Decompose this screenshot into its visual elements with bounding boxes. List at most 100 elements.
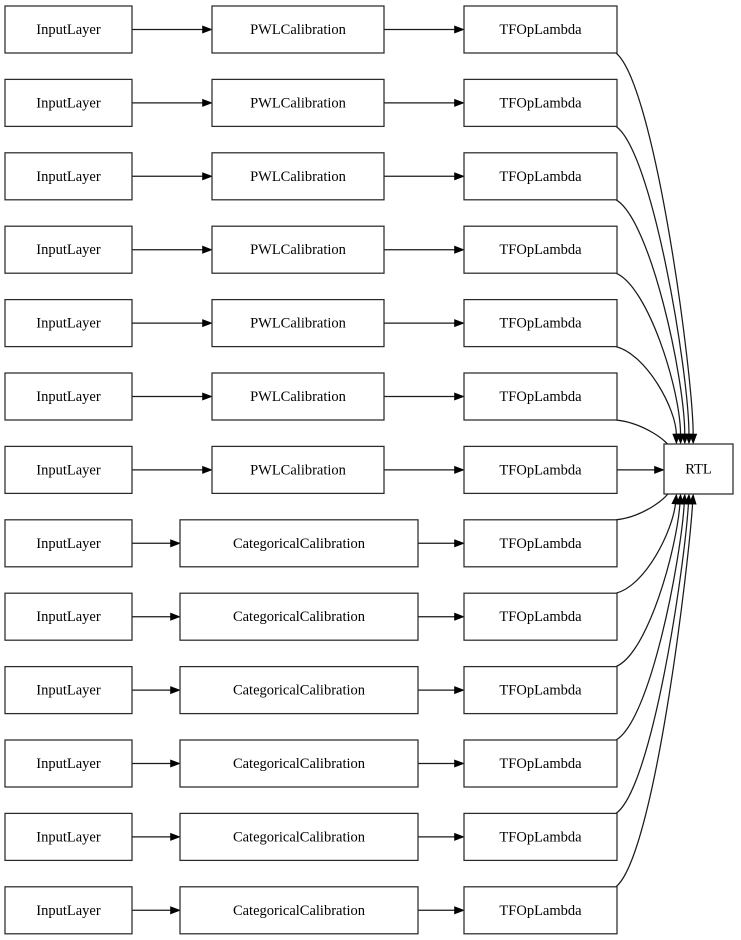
edge-input-to-calibration-12-arrowhead bbox=[170, 832, 181, 841]
edge-lambda-to-rtl-13-line bbox=[615, 503, 694, 888]
node-tf-op-lambda-10-box bbox=[463, 665, 618, 715]
node-input-layer-5[interactable]: InputLayer bbox=[4, 298, 133, 348]
node-tf-op-lambda-1-label: TFOpLambda bbox=[499, 22, 582, 38]
edge-input-to-calibration-11-arrowhead bbox=[170, 759, 181, 768]
node-pwl-calibration-2-box bbox=[211, 78, 385, 128]
node-pwl-calibration-1[interactable]: PWLCalibration bbox=[211, 5, 385, 54]
node-tf-op-lambda-7-label: TFOpLambda bbox=[499, 462, 582, 478]
node-categorical-calibration-9[interactable]: CategoricalCalibration bbox=[179, 592, 419, 641]
edge-input-to-calibration-2-arrowhead bbox=[202, 98, 213, 107]
node-pwl-calibration-7-label: PWLCalibration bbox=[250, 462, 347, 478]
node-pwl-calibration-3[interactable]: PWLCalibration bbox=[211, 152, 385, 201]
edge-input-to-calibration-8-arrowhead bbox=[170, 539, 181, 548]
node-input-layer-2-box bbox=[4, 78, 133, 128]
node-input-layer-1[interactable]: InputLayer bbox=[4, 5, 133, 54]
node-categorical-calibration-12[interactable]: CategoricalCalibration bbox=[179, 812, 419, 862]
node-tf-op-lambda-8[interactable]: TFOpLambda bbox=[463, 519, 618, 568]
node-input-layer-3-box bbox=[4, 152, 133, 201]
node-pwl-calibration-4[interactable]: PWLCalibration bbox=[211, 225, 385, 274]
node-pwl-calibration-1-box bbox=[211, 5, 385, 54]
node-input-layer-12-label: InputLayer bbox=[36, 829, 101, 845]
node-tf-op-lambda-10-label: TFOpLambda bbox=[499, 683, 582, 699]
node-tf-op-lambda-6[interactable]: TFOpLambda bbox=[463, 372, 618, 421]
node-pwl-calibration-4-box bbox=[211, 225, 385, 274]
node-tf-op-lambda-12[interactable]: TFOpLambda bbox=[463, 812, 618, 862]
node-input-layer-2[interactable]: InputLayer bbox=[4, 78, 133, 128]
node-tf-op-lambda-3-label: TFOpLambda bbox=[499, 169, 582, 185]
edge-input-to-calibration-13-arrowhead bbox=[170, 906, 181, 915]
node-rtl-output[interactable]: RTL bbox=[663, 443, 734, 495]
node-tf-op-lambda-3[interactable]: TFOpLambda bbox=[463, 152, 618, 201]
node-input-layer-5-label: InputLayer bbox=[36, 316, 101, 332]
edge-lambda-to-rtl-10-line bbox=[615, 503, 681, 668]
node-input-layer-8-label: InputLayer bbox=[36, 536, 101, 552]
edge-lambda-to-rtl-12-line bbox=[615, 503, 690, 814]
node-input-layer-3[interactable]: InputLayer bbox=[4, 152, 133, 201]
node-tf-op-lambda-11[interactable]: TFOpLambda bbox=[463, 739, 618, 788]
node-pwl-calibration-1-label: PWLCalibration bbox=[250, 22, 347, 38]
node-categorical-calibration-11[interactable]: CategoricalCalibration bbox=[179, 739, 419, 788]
node-input-layer-10[interactable]: InputLayer bbox=[4, 665, 133, 715]
node-tf-op-lambda-10[interactable]: TFOpLambda bbox=[463, 665, 618, 715]
node-tf-op-lambda-9[interactable]: TFOpLambda bbox=[463, 592, 618, 641]
node-categorical-calibration-13-box bbox=[179, 886, 419, 935]
node-categorical-calibration-10-box bbox=[179, 665, 419, 715]
edge-lambda-to-rtl-3-line bbox=[615, 199, 686, 435]
node-input-layer-6-box bbox=[4, 372, 133, 421]
edge-lambda-to-rtl-5-arrowhead bbox=[672, 433, 681, 445]
node-input-layer-12[interactable]: InputLayer bbox=[4, 812, 133, 862]
node-pwl-calibration-3-label: PWLCalibration bbox=[250, 169, 347, 185]
node-input-layer-8[interactable]: InputLayer bbox=[4, 519, 133, 568]
node-categorical-calibration-8[interactable]: CategoricalCalibration bbox=[179, 519, 419, 568]
edge-lambda-to-rtl-13-arrowhead bbox=[688, 493, 697, 505]
node-tf-op-lambda-5[interactable]: TFOpLambda bbox=[463, 298, 618, 348]
node-pwl-calibration-6-label: PWLCalibration bbox=[250, 389, 347, 405]
node-rtl-output-box bbox=[663, 443, 734, 495]
node-input-layer-13[interactable]: InputLayer bbox=[4, 886, 133, 935]
node-pwl-calibration-5[interactable]: PWLCalibration bbox=[211, 298, 385, 348]
node-categorical-calibration-12-box bbox=[179, 812, 419, 862]
node-tf-op-lambda-2-label: TFOpLambda bbox=[499, 95, 582, 111]
node-categorical-calibration-13-label: CategoricalCalibration bbox=[233, 903, 366, 919]
edge-lambda-to-rtl-2-line bbox=[615, 125, 690, 435]
node-categorical-calibration-12-label: CategoricalCalibration bbox=[233, 829, 366, 845]
node-rtl-output-label: RTL bbox=[685, 462, 712, 478]
node-tf-op-lambda-12-label: TFOpLambda bbox=[499, 829, 582, 845]
node-tf-op-lambda-4-box bbox=[463, 225, 618, 274]
node-input-layer-9[interactable]: InputLayer bbox=[4, 592, 133, 641]
node-input-layer-9-box bbox=[4, 592, 133, 641]
edge-input-to-calibration-7-arrowhead bbox=[202, 465, 213, 474]
node-tf-op-lambda-13[interactable]: TFOpLambda bbox=[463, 886, 618, 935]
node-input-layer-4[interactable]: InputLayer bbox=[4, 225, 133, 274]
edge-calibration-to-lambda-7-arrowhead bbox=[454, 465, 465, 474]
node-pwl-calibration-6[interactable]: PWLCalibration bbox=[211, 372, 385, 421]
node-input-layer-4-label: InputLayer bbox=[36, 242, 101, 258]
node-tf-op-lambda-4[interactable]: TFOpLambda bbox=[463, 225, 618, 274]
node-input-layer-7-box bbox=[4, 445, 133, 495]
node-input-layer-7[interactable]: InputLayer bbox=[4, 445, 133, 495]
node-tf-op-lambda-1-box bbox=[463, 5, 618, 54]
node-input-layer-2-label: InputLayer bbox=[36, 95, 101, 111]
node-pwl-calibration-2-label: PWLCalibration bbox=[250, 95, 347, 111]
node-pwl-calibration-2[interactable]: PWLCalibration bbox=[211, 78, 385, 128]
node-input-layer-6[interactable]: InputLayer bbox=[4, 372, 133, 421]
node-tf-op-lambda-1[interactable]: TFOpLambda bbox=[463, 5, 618, 54]
node-tf-op-lambda-7[interactable]: TFOpLambda bbox=[463, 445, 618, 495]
node-input-layer-1-label: InputLayer bbox=[36, 22, 101, 38]
node-categorical-calibration-10[interactable]: CategoricalCalibration bbox=[179, 665, 419, 715]
node-input-layer-11[interactable]: InputLayer bbox=[4, 739, 133, 788]
edge-calibration-to-lambda-13-arrowhead bbox=[454, 906, 465, 915]
node-categorical-calibration-13[interactable]: CategoricalCalibration bbox=[179, 886, 419, 935]
edge-calibration-to-lambda-1-arrowhead bbox=[454, 25, 465, 34]
node-tf-op-lambda-12-box bbox=[463, 812, 618, 862]
node-tf-op-lambda-2[interactable]: TFOpLambda bbox=[463, 78, 618, 128]
edge-input-to-calibration-5-arrowhead bbox=[202, 319, 213, 328]
node-pwl-calibration-7[interactable]: PWLCalibration bbox=[211, 445, 385, 495]
node-tf-op-lambda-5-box bbox=[463, 298, 618, 348]
edge-lambda-to-rtl-11-line bbox=[615, 503, 685, 741]
node-tf-op-lambda-9-box bbox=[463, 592, 618, 641]
node-pwl-calibration-7-box bbox=[211, 445, 385, 495]
edge-input-to-calibration-6-arrowhead bbox=[202, 392, 213, 401]
